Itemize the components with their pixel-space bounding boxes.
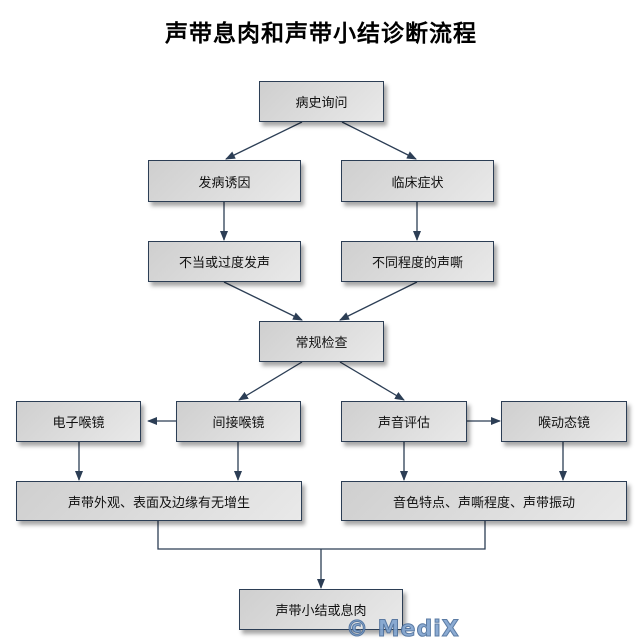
node-stroboscope[interactable]: 喉动态镜 [501, 401, 627, 442]
node-diagnosis-label: 声带小结或息肉 [275, 604, 367, 619]
node-indirect-laryngoscope[interactable]: 间接喉镜 [176, 401, 301, 442]
node-routine-exam[interactable]: 常规检查 [259, 321, 384, 362]
node-electronic-laryngoscope[interactable]: 电子喉镜 [16, 401, 141, 442]
edge-routine-voice [339, 361, 405, 401]
node-cause-label: 发病诱因 [198, 175, 251, 191]
node-symptoms[interactable]: 临床症状 [341, 160, 494, 202]
edge-hoarse-routine [339, 281, 418, 321]
node-vocal-fold-findings-label: 声带外观、表面及边缘有无增生 [67, 495, 250, 511]
node-routine-exam-label: 常规检查 [295, 336, 348, 351]
node-cause[interactable]: 发病诱因 [148, 160, 301, 202]
node-hoarseness-label: 不同程度的声嘶 [371, 256, 463, 271]
node-improper-voice-label: 不当或过度发声 [178, 256, 270, 271]
edge-improper-routine [223, 281, 303, 321]
node-history-label: 病史询问 [295, 96, 348, 111]
node-voice-findings[interactable]: 音色特点、声嘶程度、声带振动 [341, 481, 627, 521]
node-voice-findings-label: 音色特点、声嘶程度、声带振动 [392, 495, 575, 511]
edge-history-cause [225, 121, 303, 160]
node-diagnosis[interactable]: 声带小结或息肉 [239, 589, 403, 630]
node-symptoms-label: 临床症状 [391, 175, 444, 191]
node-history[interactable]: 病史询问 [259, 81, 384, 122]
node-vocal-fold-findings[interactable]: 声带外观、表面及边缘有无增生 [16, 481, 302, 521]
edge-history-symptoms [341, 121, 417, 160]
node-hoarseness[interactable]: 不同程度的声嘶 [341, 241, 494, 282]
watermark-logo: © MediX [346, 617, 460, 642]
node-electronic-laryngoscope-label: 电子喉镜 [52, 416, 105, 431]
node-voice-assessment-label: 声音评估 [377, 416, 430, 431]
node-improper-voice[interactable]: 不当或过度发声 [148, 241, 301, 282]
edge-routine-indirect [238, 361, 303, 401]
diagram-title: 声带息肉和声带小结诊断流程 [165, 21, 477, 47]
node-indirect-laryngoscope-label: 间接喉镜 [212, 416, 265, 431]
node-stroboscope-label: 喉动态镜 [537, 416, 590, 431]
node-voice-assessment[interactable]: 声音评估 [341, 401, 467, 442]
edge-merge [157, 521, 486, 550]
